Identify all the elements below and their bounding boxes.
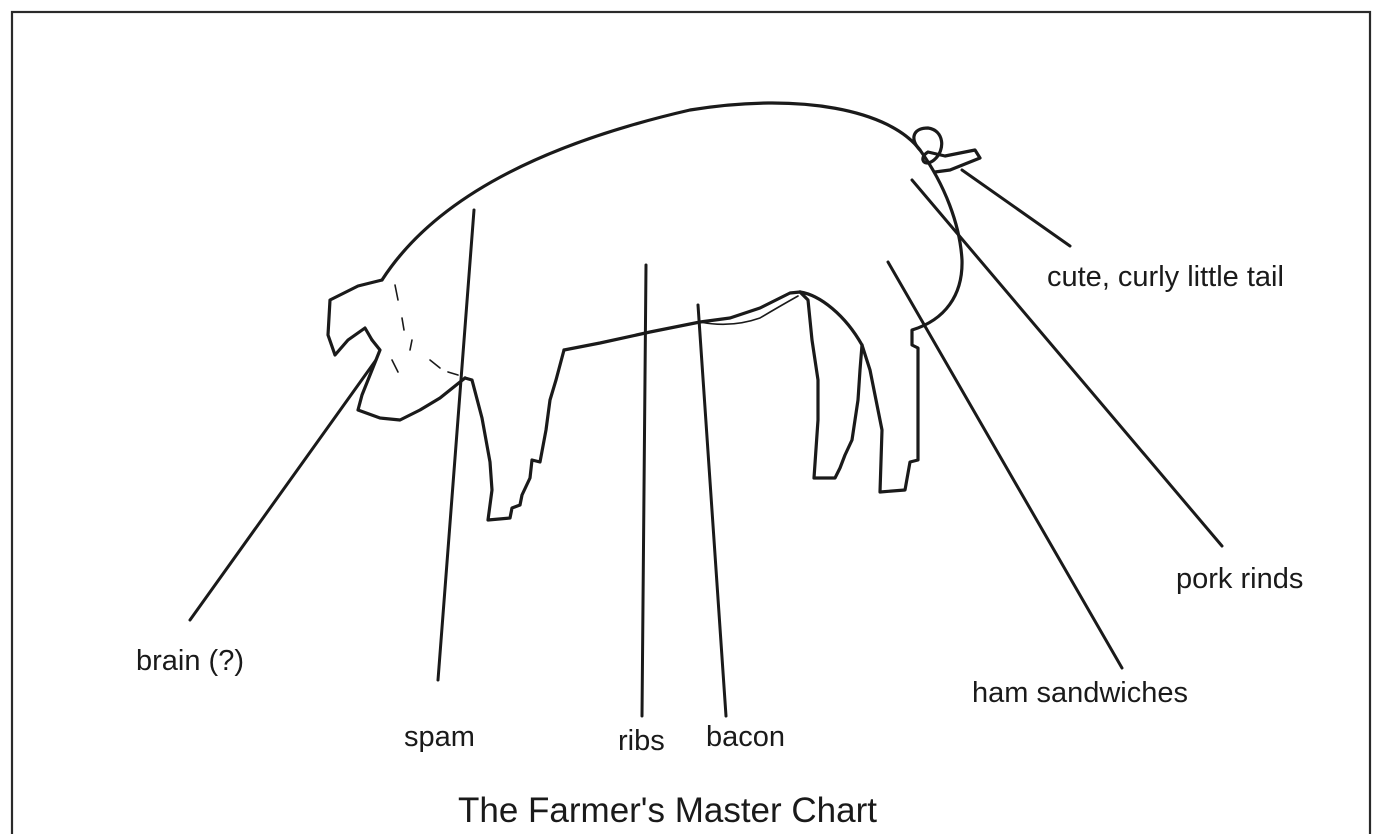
label-bacon: bacon (706, 721, 785, 753)
pig-body-outline (382, 103, 962, 492)
label-brain: brain (?) (136, 645, 244, 677)
leader-spam (438, 210, 474, 680)
leader-brain (190, 360, 376, 620)
part-labels: cute, curly little tail pork rinds ham s… (136, 261, 1303, 757)
leader-pork-rinds (912, 180, 1222, 546)
pig-face-hatching (392, 285, 458, 375)
chart-title: The Farmer's Master Chart (458, 791, 877, 830)
pig-front-leg (465, 350, 564, 520)
label-pork-rinds: pork rinds (1176, 563, 1303, 595)
leader-bacon (698, 305, 726, 716)
leader-lines (190, 170, 1222, 716)
pig-back-leg (800, 292, 862, 478)
pig-snout (358, 340, 465, 420)
leader-tail (962, 170, 1070, 246)
label-tail: cute, curly little tail (1047, 261, 1284, 293)
pig-tail (914, 128, 980, 172)
label-ribs: ribs (618, 725, 665, 757)
pig-illustration (328, 103, 980, 520)
chart-frame (12, 12, 1370, 834)
pig-belly (564, 292, 800, 350)
leader-ham (888, 262, 1122, 668)
label-ham-sandwiches: ham sandwiches (972, 677, 1188, 709)
label-spam: spam (404, 721, 475, 753)
